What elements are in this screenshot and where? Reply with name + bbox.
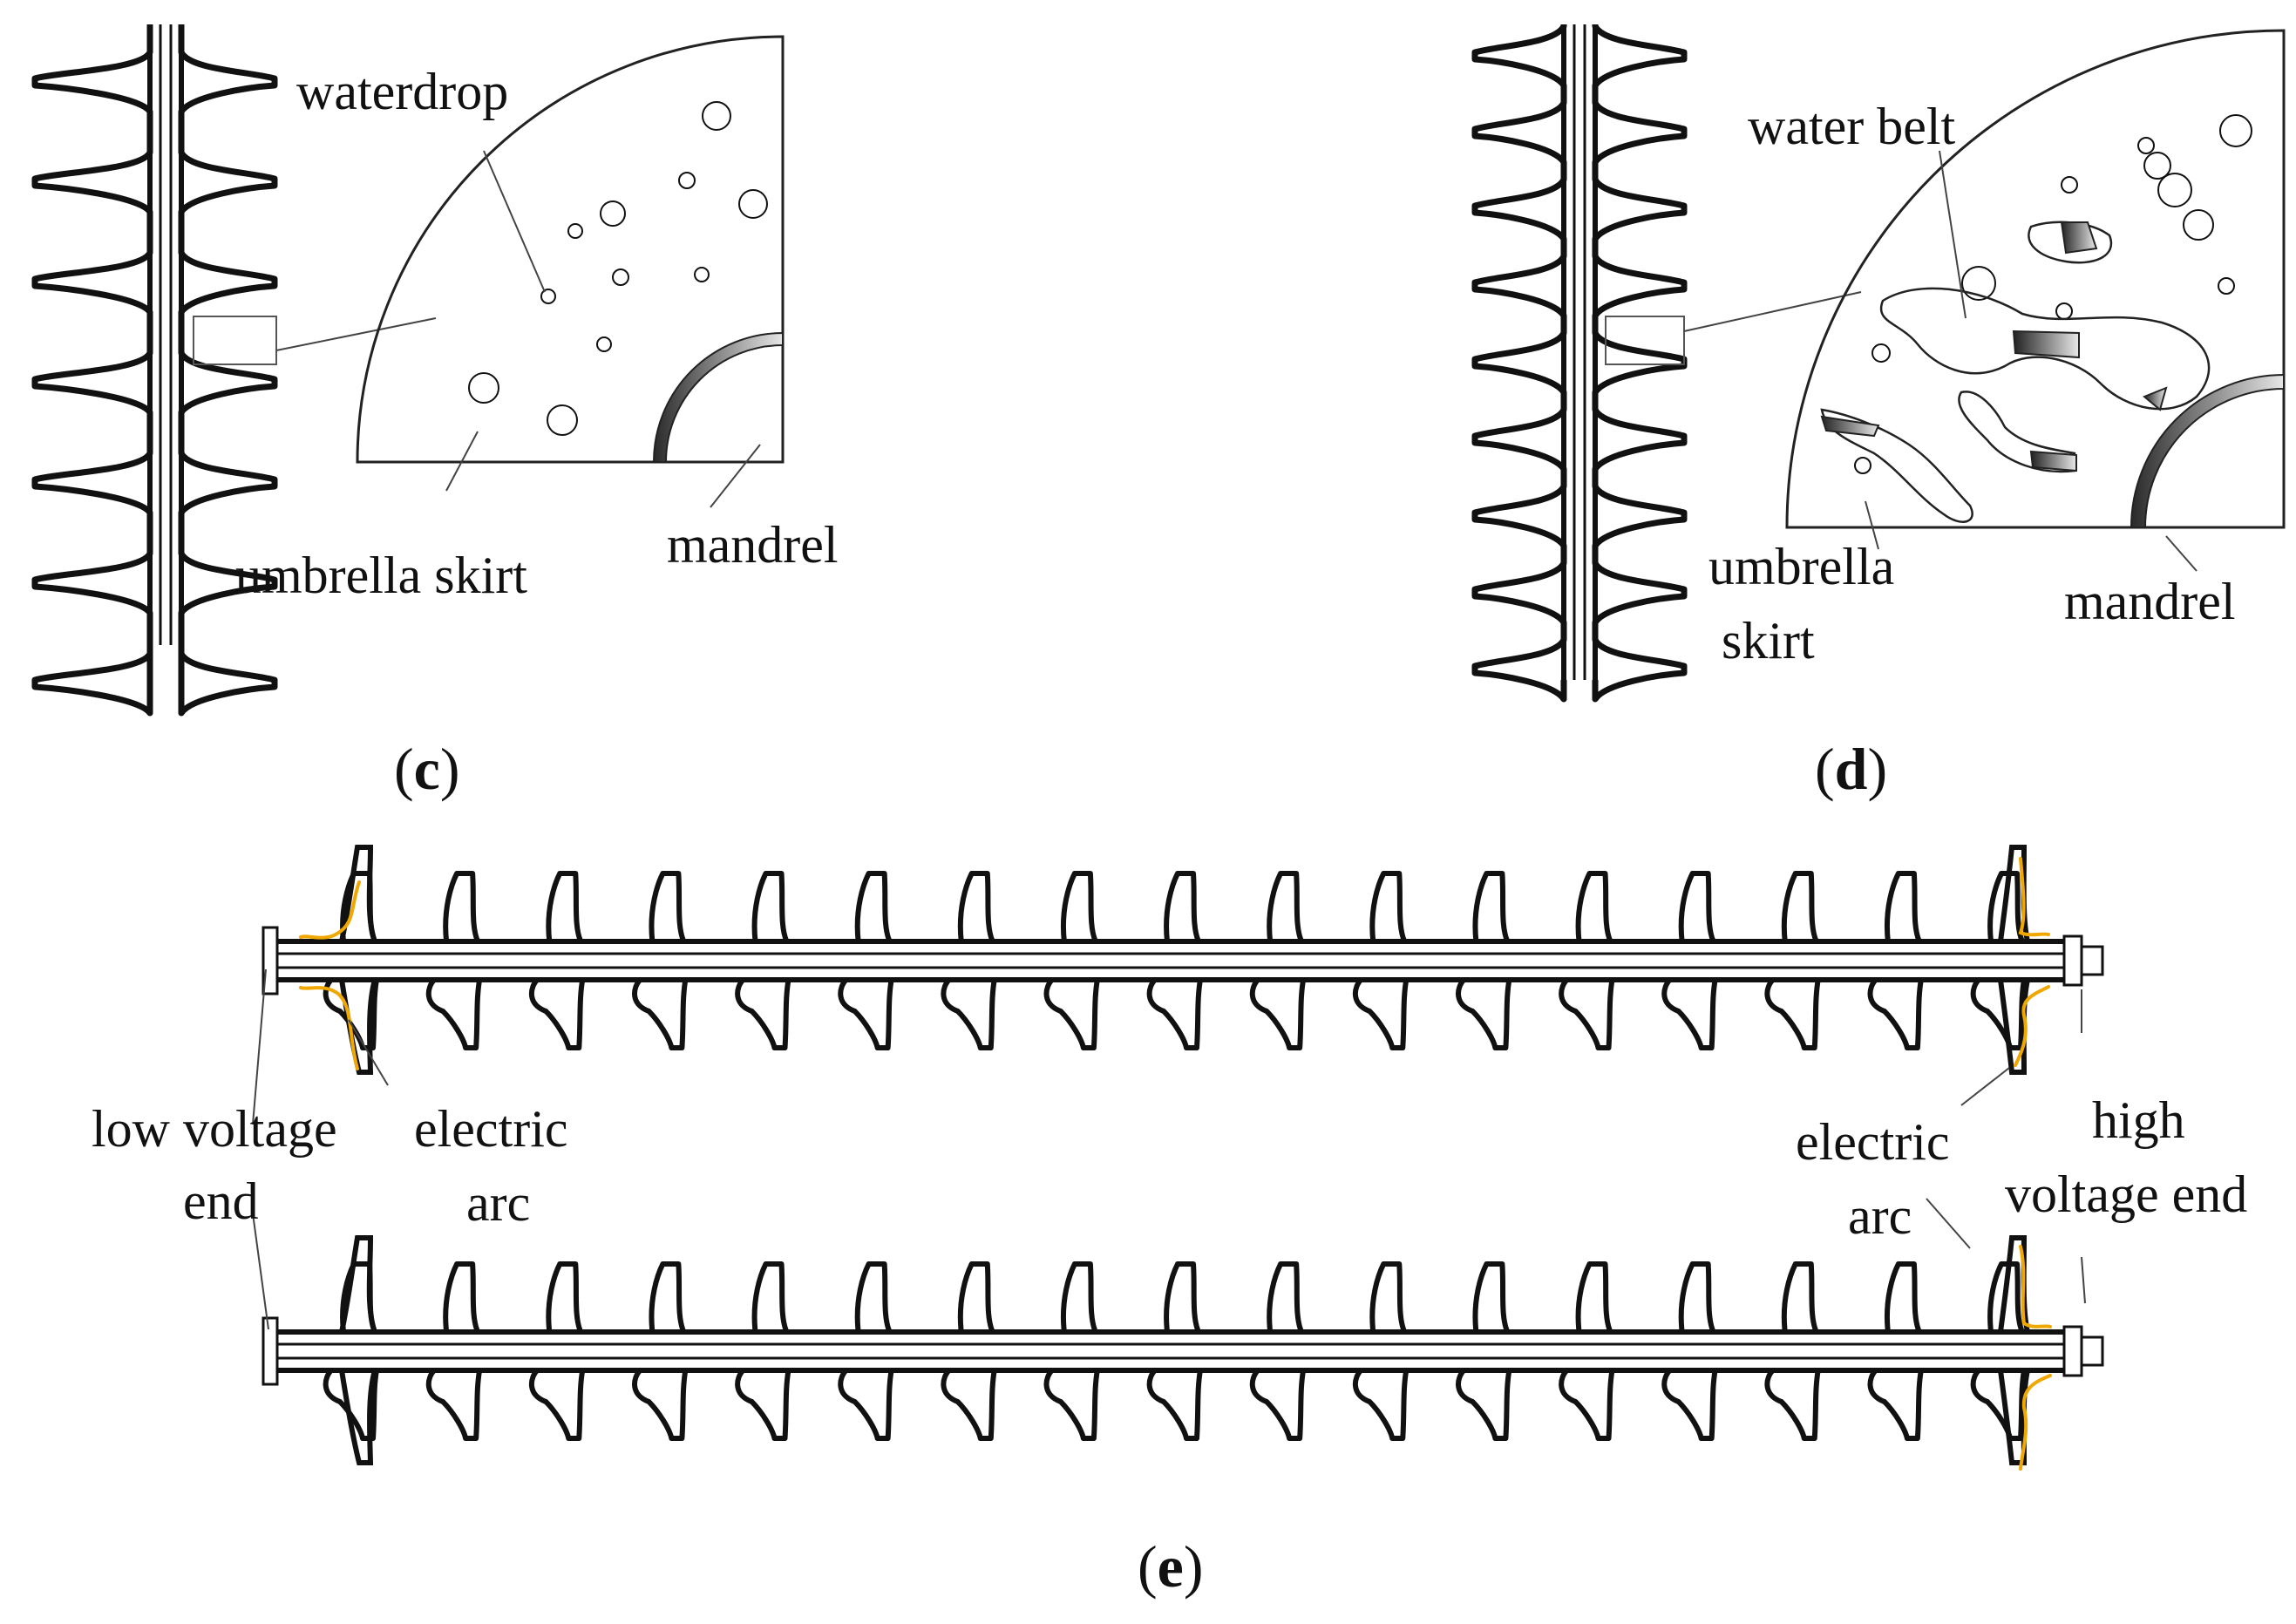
high-voltage-terminal	[2080, 1335, 2104, 1367]
shed-profile-right	[178, 24, 278, 717]
low-voltage-fitting	[262, 1316, 279, 1386]
waterdrop	[2143, 152, 2171, 180]
shed-profile-top	[277, 871, 2064, 944]
insulator-horizontal-top	[262, 845, 2104, 1075]
leaders-e	[252, 968, 2086, 1330]
leader-mandrel-d	[2165, 535, 2198, 572]
waterdrop	[567, 223, 583, 239]
insulator-column-c	[31, 24, 278, 717]
label-arc-left-line2: arc	[466, 1174, 530, 1232]
waterdrop	[540, 289, 556, 304]
shed-profile-left	[31, 24, 153, 717]
leader-mandrel-c	[710, 444, 761, 508]
shed-profile-right	[1592, 23, 1688, 703]
waterdrop	[2061, 176, 2078, 194]
waterdrop	[612, 268, 629, 286]
waterdrops-c	[468, 101, 768, 436]
leader-water-belt	[1939, 150, 1967, 319]
label-mandrel-d: mandrel	[2064, 573, 2236, 630]
sector-c	[356, 35, 785, 464]
caption-c: (c)	[394, 736, 460, 802]
label-arc-right-line1: electric	[1796, 1113, 1950, 1171]
waterdrop	[2183, 209, 2214, 241]
leader-umbrella-d	[1865, 500, 1879, 550]
waterdrop	[2055, 302, 2073, 320]
panel-c: waterdrop umbrella skirt mandrel (c)	[31, 24, 839, 802]
mandrel-d	[2130, 373, 2285, 528]
label-mandrel-c: mandrel	[667, 516, 839, 574]
zoom-line-d	[1683, 291, 1862, 332]
high-voltage-fitting	[2062, 934, 2083, 987]
insulator-horizontal-bottom	[262, 1235, 2104, 1465]
waterdrop	[694, 267, 710, 282]
waterdrop	[2157, 173, 2192, 207]
zoom-box-c	[193, 316, 277, 365]
label-high-voltage-line2: voltage end	[2005, 1165, 2247, 1223]
end-shed-low-top	[339, 845, 377, 943]
zoom-line-c	[275, 317, 437, 351]
label-high-voltage-line1: high	[2092, 1091, 2185, 1149]
waterdrop	[468, 372, 499, 404]
waterdrop	[2137, 137, 2155, 154]
end-shed-high-bottom	[1998, 979, 2030, 1075]
waterdrop	[1854, 457, 1871, 474]
end-shed-low-bottom	[339, 1369, 377, 1465]
waterdrop	[547, 404, 578, 436]
label-arc-right-line2: arc	[1848, 1187, 1912, 1245]
waterdrop	[600, 200, 626, 227]
high-voltage-fitting	[2062, 1325, 2083, 1377]
label-umbrella-skirt-c: umbrella skirt	[235, 547, 527, 604]
caption-e: (e)	[1138, 1533, 1204, 1600]
label-water-belt: water belt	[1748, 98, 1956, 155]
caption-d: (d)	[1815, 736, 1887, 802]
end-shed-low-bottom	[339, 979, 377, 1075]
label-arc-left-line1: electric	[414, 1100, 568, 1158]
waterdrop	[678, 172, 696, 189]
waterdrop	[1961, 266, 1996, 301]
label-umbrella-d-line1: umbrella	[1708, 538, 1894, 595]
high-voltage-terminal	[2080, 945, 2104, 976]
label-umbrella-d-line2: skirt	[1722, 612, 1815, 669]
leader-umbrella-c	[445, 431, 479, 492]
insulator-column-d	[1471, 23, 1688, 703]
waterdrop	[1871, 343, 1891, 363]
panel-e: low voltage end electric arc electric ar…	[92, 845, 2247, 1600]
shed-profile-top	[277, 1261, 2064, 1335]
waterdrop	[702, 101, 731, 131]
water-belt-shaded	[1820, 221, 2168, 472]
waterdrop	[596, 336, 612, 352]
zoom-box-d	[1605, 316, 1685, 365]
electric-arcs	[299, 857, 2052, 1471]
label-low-voltage-line1: low voltage	[92, 1100, 337, 1158]
sector-d	[1785, 29, 2286, 529]
panel-d: water belt umbrella skirt mandrel (d)	[1471, 23, 2286, 802]
shed-profile-left	[1471, 23, 1567, 703]
label-waterdrop: waterdrop	[296, 63, 508, 120]
mandrel-c	[652, 331, 784, 463]
low-voltage-fitting	[262, 926, 279, 995]
label-low-voltage-line2: end	[183, 1172, 259, 1230]
waterdrop	[2218, 277, 2235, 295]
waterdrop	[738, 189, 768, 219]
leader-waterdrop	[483, 150, 546, 293]
shed-profile-bottom	[277, 1368, 2064, 1441]
end-shed-low-top	[339, 1235, 377, 1334]
shed-profile-bottom	[277, 977, 2064, 1050]
waterdrop	[2219, 114, 2252, 147]
